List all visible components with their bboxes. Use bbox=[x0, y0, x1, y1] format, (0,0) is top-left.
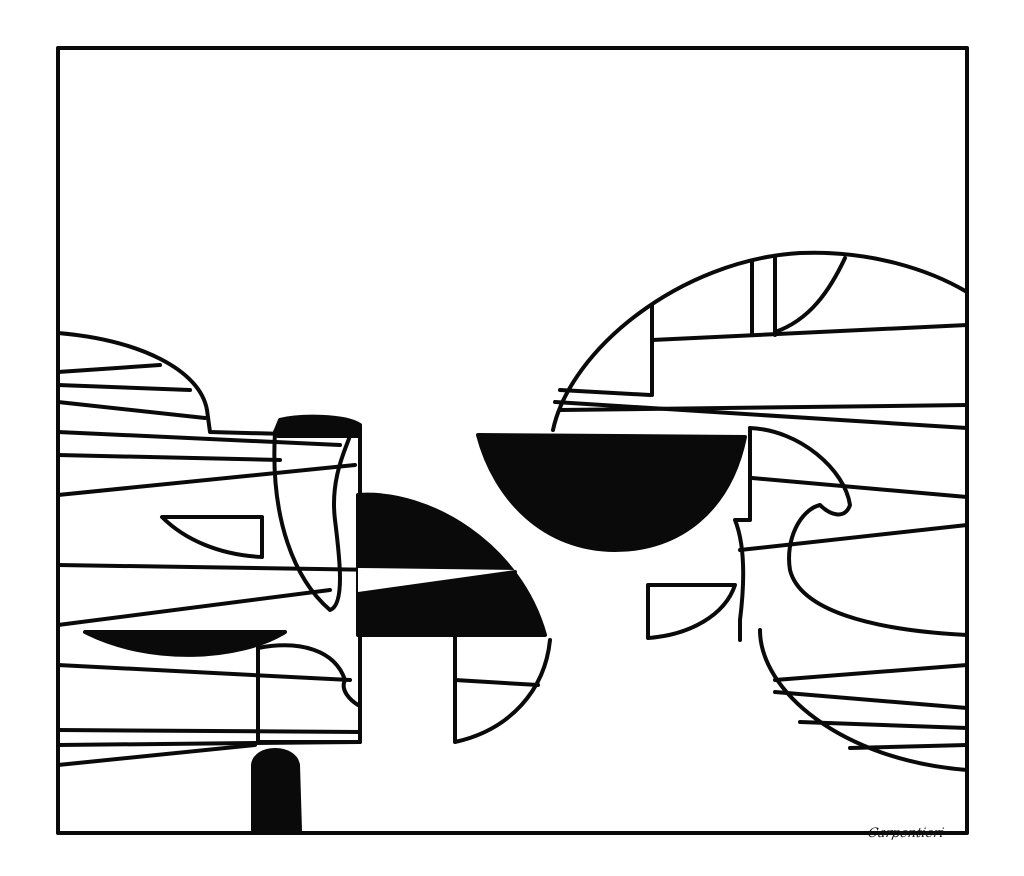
center-black-bowl bbox=[476, 433, 747, 552]
frame-border bbox=[56, 46, 969, 835]
left-dome bbox=[56, 331, 517, 767]
right-hook bbox=[646, 426, 969, 772]
central-hooks bbox=[256, 414, 362, 744]
artist-signature: Carpentieri bbox=[866, 826, 946, 841]
left-black-bowl bbox=[83, 630, 287, 657]
right-dome bbox=[551, 250, 969, 432]
middle-half-dome bbox=[356, 492, 552, 744]
bottom-black-arch bbox=[251, 748, 302, 832]
